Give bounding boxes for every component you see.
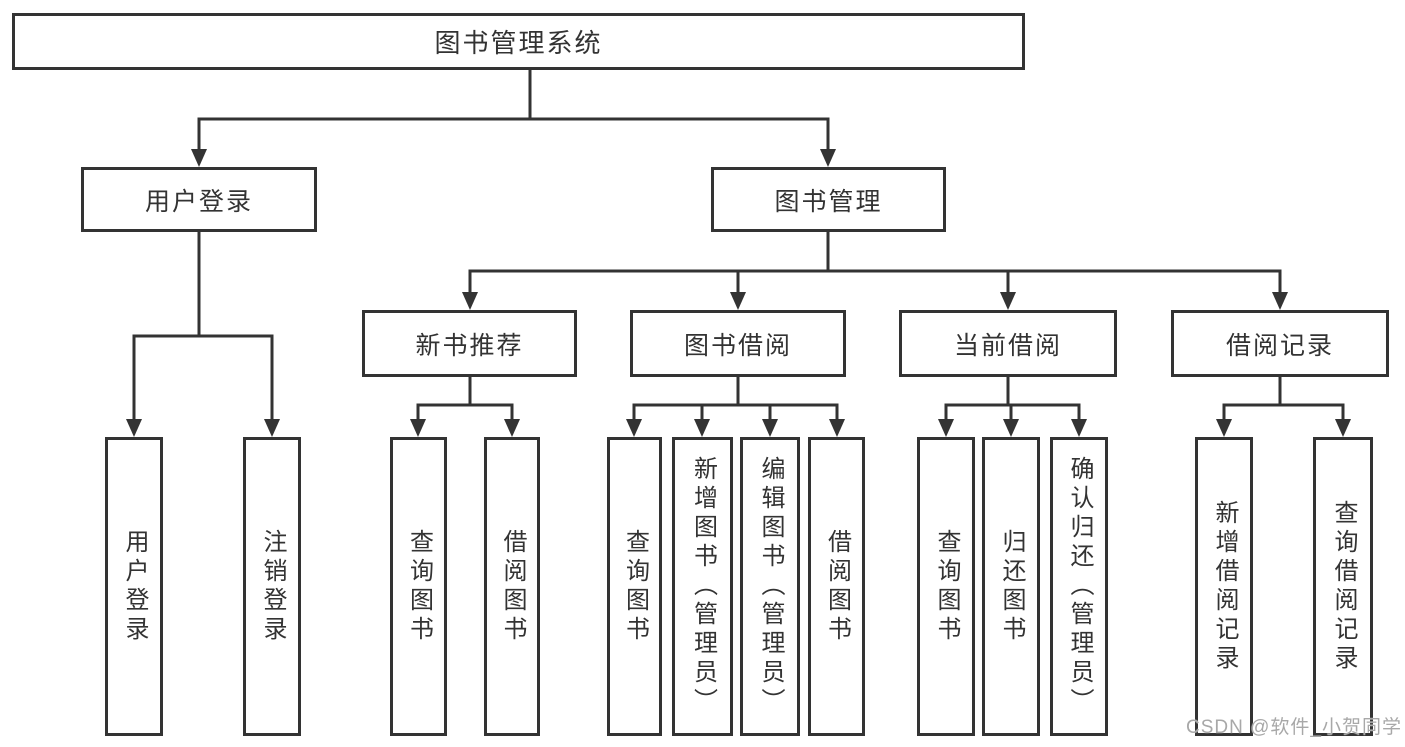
leaf-add-book-label: 新增图书（管理员） bbox=[689, 456, 717, 717]
leaf-edit-book-label: 编辑图书（管理员） bbox=[757, 456, 784, 717]
node-book-management: 图书管理 bbox=[711, 167, 946, 232]
leaf-borrow-book-1: 借阅图书 bbox=[484, 437, 540, 736]
node-new-book-recommend: 新书推荐 bbox=[362, 310, 577, 377]
leaf-confirm-return-label: 确认归还（管理员） bbox=[1066, 456, 1093, 717]
leaf-query-book-3-label: 查询图书 bbox=[933, 528, 960, 645]
node-borrow-records: 借阅记录 bbox=[1171, 310, 1389, 377]
leaf-return-book-label: 归还图书 bbox=[998, 528, 1025, 645]
node-book-borrow: 图书借阅 bbox=[630, 310, 846, 377]
leaf-add-book: 新增图书（管理员） bbox=[672, 437, 733, 736]
csdn-watermark: CSDN @软件_小贺同学 bbox=[1186, 717, 1402, 738]
node-book-management-label: 图书管理 bbox=[774, 187, 883, 216]
leaf-logout-label: 注销登录 bbox=[259, 528, 286, 645]
node-book-borrow-label: 图书借阅 bbox=[683, 331, 792, 360]
node-new-book-recommend-label: 新书推荐 bbox=[415, 331, 524, 360]
leaf-borrow-book-2-label: 借阅图书 bbox=[823, 528, 851, 645]
leaf-user-login: 用户登录 bbox=[105, 437, 163, 736]
leaf-borrow-book-2: 借阅图书 bbox=[808, 437, 865, 736]
node-user-login: 用户登录 bbox=[81, 167, 317, 232]
leaf-query-borrow-record: 查询借阅记录 bbox=[1313, 437, 1373, 736]
leaf-logout: 注销登录 bbox=[243, 437, 301, 736]
leaf-borrow-book-1-label: 借阅图书 bbox=[499, 528, 526, 645]
node-root: 图书管理系统 bbox=[12, 13, 1025, 70]
node-root-label: 图书管理系统 bbox=[434, 28, 603, 58]
leaf-query-book-1: 查询图书 bbox=[390, 437, 447, 736]
node-borrow-records-label: 借阅记录 bbox=[1225, 331, 1334, 360]
leaf-add-borrow-record-label: 新增借阅记录 bbox=[1211, 499, 1238, 674]
node-user-login-label: 用户登录 bbox=[144, 187, 253, 216]
leaf-query-book-2: 查询图书 bbox=[607, 437, 662, 736]
node-current-borrow: 当前借阅 bbox=[899, 310, 1117, 377]
leaf-return-book: 归还图书 bbox=[982, 437, 1040, 736]
leaf-query-book-2-label: 查询图书 bbox=[621, 528, 649, 645]
node-current-borrow-label: 当前借阅 bbox=[953, 331, 1062, 360]
leaf-edit-book: 编辑图书（管理员） bbox=[740, 437, 800, 736]
leaf-query-book-1-label: 查询图书 bbox=[405, 528, 433, 645]
leaf-query-borrow-record-label: 查询借阅记录 bbox=[1330, 499, 1357, 674]
leaf-user-login-label: 用户登录 bbox=[121, 528, 148, 645]
leaf-confirm-return: 确认归还（管理员） bbox=[1050, 437, 1108, 736]
leaf-query-book-3: 查询图书 bbox=[917, 437, 975, 736]
leaf-add-borrow-record: 新增借阅记录 bbox=[1195, 437, 1253, 736]
